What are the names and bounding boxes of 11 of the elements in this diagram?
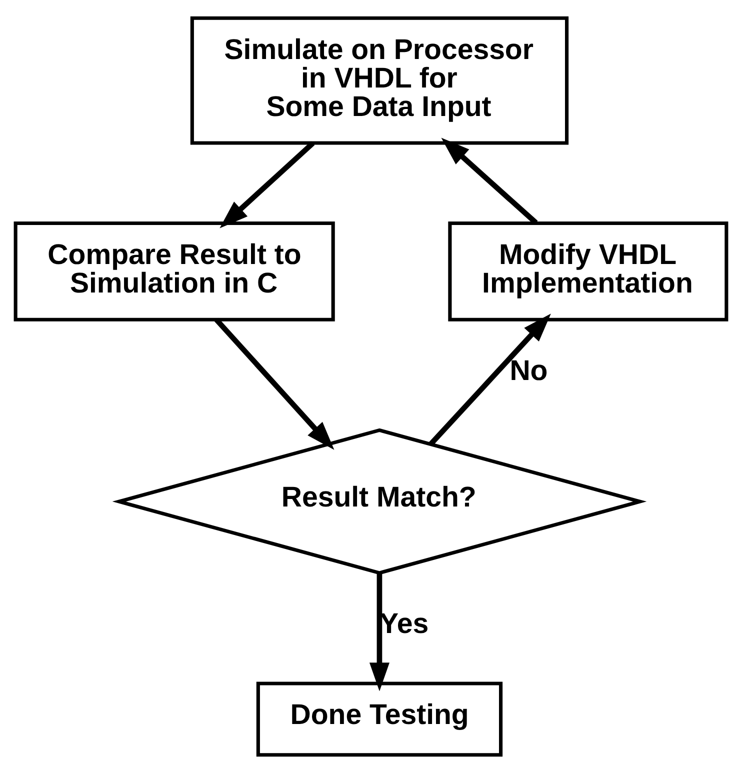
node-box: Modify VHDL Implementation <box>448 222 728 322</box>
arrow <box>429 314 551 446</box>
node-diamond: Result Match? <box>112 428 647 575</box>
edge-label: Yes <box>379 608 429 640</box>
node-box: Done Testing <box>256 682 503 757</box>
edge-label: No <box>510 354 548 387</box>
arrow <box>214 318 334 450</box>
arrow <box>369 573 390 692</box>
arrow <box>220 141 315 228</box>
node-box: Simulate on Processor in VHDL for Some Data Input <box>190 16 569 145</box>
node-box: Compare Result to Simulation in C <box>14 222 335 322</box>
